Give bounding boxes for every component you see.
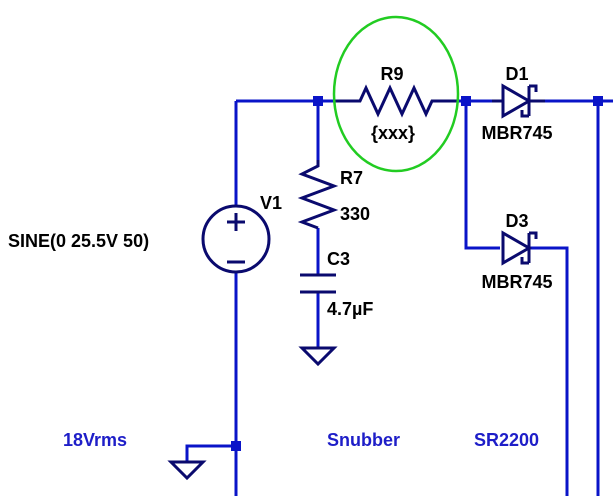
c3-value: 4.7µF (327, 299, 373, 319)
vrms-comment: 18Vrms (63, 430, 127, 450)
d3-cathode-wire[interactable] (530, 246, 569, 496)
d3-anode-wire[interactable] (464, 101, 500, 250)
v1-voltage-source[interactable] (201, 204, 271, 274)
d3-diode[interactable] (501, 230, 538, 266)
v1-value: SINE(0 25.5V 50) (8, 231, 149, 251)
d3-ref: D3 (505, 211, 528, 231)
d1-diode[interactable] (492, 83, 545, 119)
plus-icon (227, 213, 245, 231)
ground-symbol[interactable] (298, 346, 338, 367)
r9-ref: R9 (380, 64, 403, 84)
r9-resistor[interactable] (335, 84, 458, 118)
ground-symbol[interactable] (167, 460, 207, 481)
r7-value: 330 (340, 204, 370, 224)
r7-ref: R7 (340, 168, 363, 188)
r9-value: {xxx} (371, 123, 415, 143)
sr-comment: SR2200 (474, 430, 539, 450)
highlight-circle (332, 15, 460, 173)
junction-dot (231, 441, 241, 451)
d3-value: MBR745 (481, 272, 552, 292)
d1-value: MBR745 (481, 123, 552, 143)
r7-resistor[interactable] (297, 160, 339, 230)
v1-ref: V1 (260, 193, 282, 213)
junction-dot (593, 96, 603, 106)
snubber-comment: Snubber (327, 430, 400, 450)
d1-ref: D1 (505, 64, 528, 84)
junctions (231, 96, 603, 451)
ground-wire[interactable] (185, 444, 236, 462)
c3-ref: C3 (327, 249, 350, 269)
junction-dot (461, 96, 471, 106)
c3-capacitor[interactable] (300, 273, 336, 294)
junction-dot (313, 96, 323, 106)
